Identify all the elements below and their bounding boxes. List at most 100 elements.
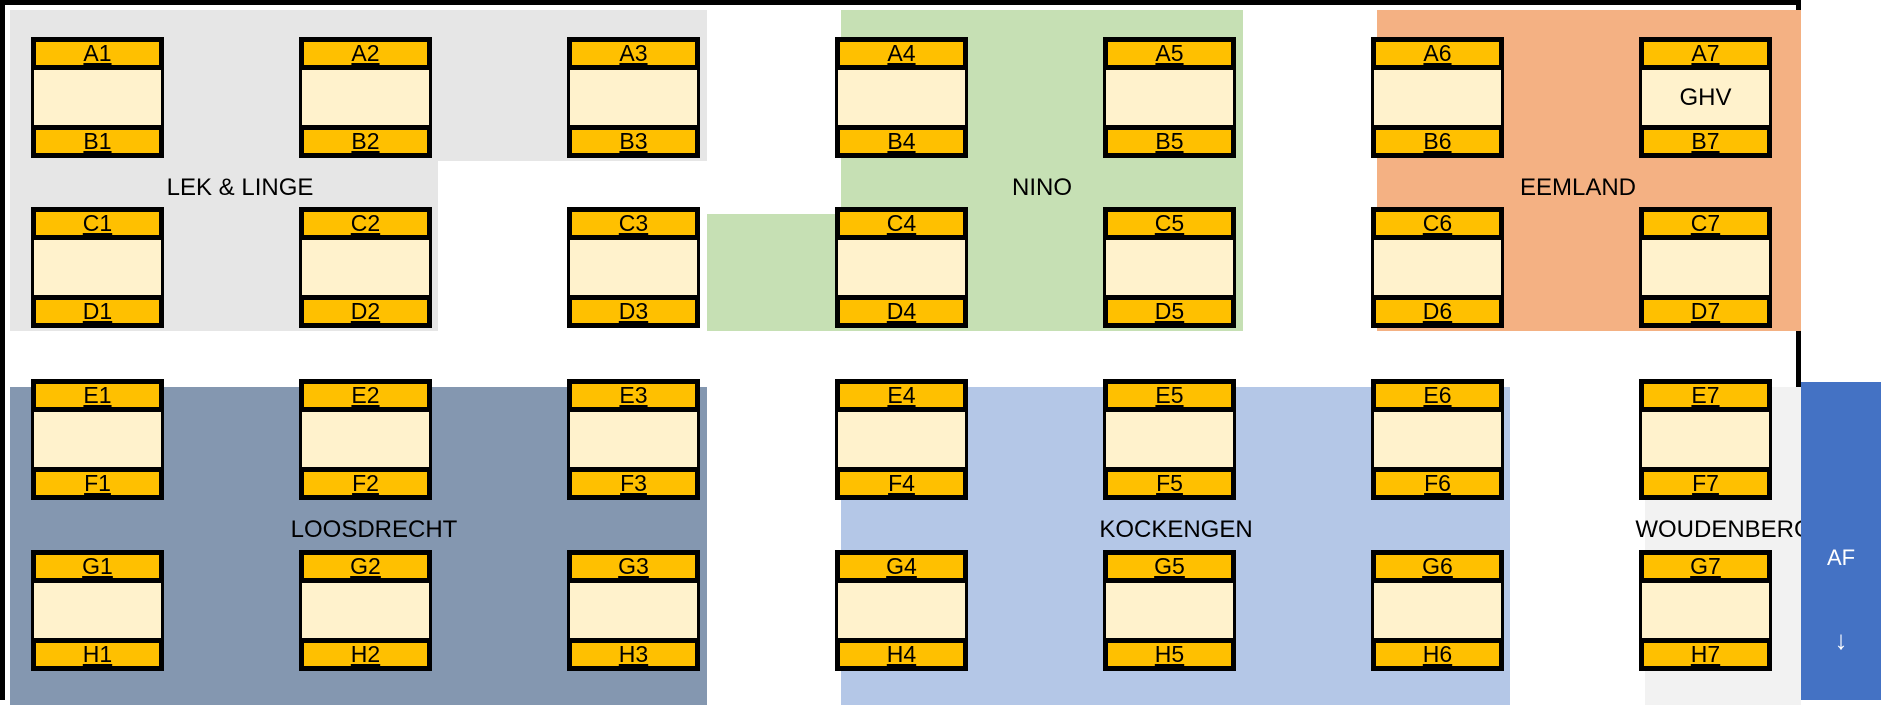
seat-label[interactable]: F5	[1103, 467, 1236, 500]
seat-label[interactable]: G3	[567, 550, 700, 583]
arrow-down-icon[interactable]: ↓	[1834, 624, 1848, 655]
seat-label[interactable]: G4	[835, 550, 968, 583]
seat-label[interactable]: A7	[1639, 37, 1772, 70]
seat-label[interactable]: A3	[567, 37, 700, 70]
seat-label[interactable]: H7	[1639, 638, 1772, 671]
seat-label[interactable]: H2	[299, 638, 432, 671]
seat-label[interactable]: G6	[1371, 550, 1504, 583]
seat-label[interactable]: F1	[31, 467, 164, 500]
seat-label[interactable]: B7	[1639, 125, 1772, 158]
seat-label-text: F4	[888, 470, 915, 496]
seat-label[interactable]: G1	[31, 550, 164, 583]
seat-label[interactable]: C7	[1639, 207, 1772, 240]
seat-label-text: G6	[1422, 553, 1453, 579]
seat-label[interactable]: G5	[1103, 550, 1236, 583]
seat-label[interactable]: D5	[1103, 295, 1236, 328]
seat-label[interactable]: D3	[567, 295, 700, 328]
seat-label[interactable]: E5	[1103, 379, 1236, 412]
seat-label[interactable]: B6	[1371, 125, 1504, 158]
seat-label[interactable]: D2	[299, 295, 432, 328]
seat-label[interactable]: B1	[31, 125, 164, 158]
seat-label[interactable]: E7	[1639, 379, 1772, 412]
seat-label-text: C2	[350, 210, 381, 236]
seat-label[interactable]: B2	[299, 125, 432, 158]
table-body: GHV	[1639, 70, 1772, 125]
seat-label-text: H4	[886, 641, 917, 667]
seat-label[interactable]: H3	[567, 638, 700, 671]
table-body	[567, 70, 700, 125]
seat-label[interactable]: F6	[1371, 467, 1504, 500]
seat-label[interactable]: A6	[1371, 37, 1504, 70]
seat-label[interactable]: E4	[835, 379, 968, 412]
table-body	[1639, 583, 1772, 638]
seat-label[interactable]: F2	[299, 467, 432, 500]
seat-label[interactable]: H4	[835, 638, 968, 671]
af-button[interactable]: AF	[1826, 545, 1856, 570]
seat-label[interactable]: D1	[31, 295, 164, 328]
seat-label[interactable]: H6	[1371, 638, 1504, 671]
seat-label[interactable]: D6	[1371, 295, 1504, 328]
seat-label[interactable]: C1	[31, 207, 164, 240]
seat-label[interactable]: B5	[1103, 125, 1236, 158]
seat-label[interactable]: E3	[567, 379, 700, 412]
table-body	[1103, 240, 1236, 295]
seat-label[interactable]: E1	[31, 379, 164, 412]
seat-label-text: A2	[351, 40, 380, 66]
seat-label[interactable]: B3	[567, 125, 700, 158]
table-body	[1639, 412, 1772, 467]
seat-label[interactable]: F7	[1639, 467, 1772, 500]
seat-label[interactable]: G7	[1639, 550, 1772, 583]
seat-label[interactable]: A2	[299, 37, 432, 70]
seat-label[interactable]: A5	[1103, 37, 1236, 70]
seat-label-text: D6	[1422, 298, 1453, 324]
seat-label[interactable]: C4	[835, 207, 968, 240]
seat-label[interactable]: E2	[299, 379, 432, 412]
seat-label[interactable]: F3	[567, 467, 700, 500]
seat-label[interactable]: A4	[835, 37, 968, 70]
seat-label-text: F2	[352, 470, 379, 496]
seat-label[interactable]: C5	[1103, 207, 1236, 240]
seat-label[interactable]: C6	[1371, 207, 1504, 240]
seat-label[interactable]: D7	[1639, 295, 1772, 328]
seat-label[interactable]: D4	[835, 295, 968, 328]
table-body	[835, 412, 968, 467]
seat-label[interactable]: B4	[835, 125, 968, 158]
seat-label[interactable]: F4	[835, 467, 968, 500]
seat-label[interactable]: H1	[31, 638, 164, 671]
seat-label[interactable]: C2	[299, 207, 432, 240]
seat-label[interactable]: H5	[1103, 638, 1236, 671]
seat-label[interactable]: A1	[31, 37, 164, 70]
seat-label[interactable]: C3	[567, 207, 700, 240]
table-body	[1103, 70, 1236, 125]
seat-label[interactable]: E6	[1371, 379, 1504, 412]
seat-label[interactable]: G2	[299, 550, 432, 583]
